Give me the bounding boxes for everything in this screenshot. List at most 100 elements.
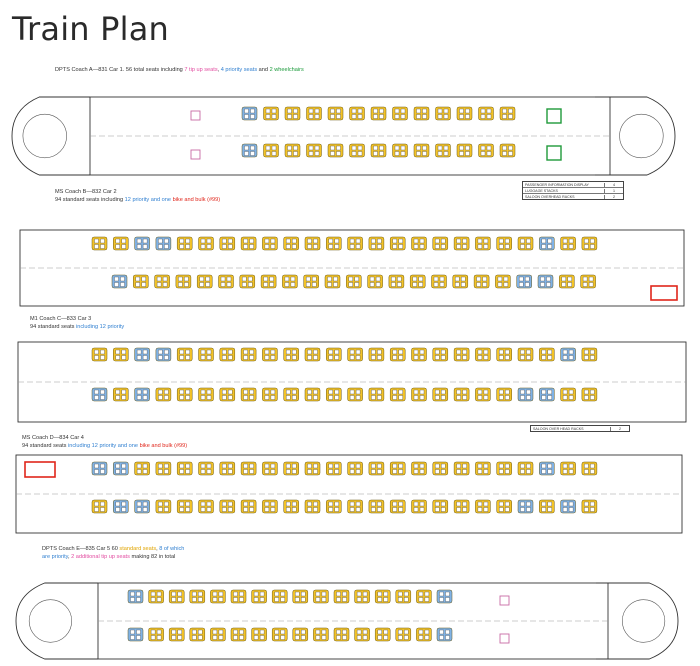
seat-cushion bbox=[445, 629, 450, 635]
seat-pair bbox=[262, 347, 278, 362]
seat-cushion bbox=[250, 108, 255, 114]
seat-cushion bbox=[205, 276, 210, 282]
seat-cushion bbox=[400, 114, 406, 119]
seat-cushion bbox=[526, 238, 531, 244]
seat-cushion bbox=[508, 114, 513, 119]
seat-cushion bbox=[412, 282, 417, 287]
seat-cushion bbox=[525, 276, 530, 282]
seat-cushion bbox=[404, 635, 409, 640]
seat-cushion bbox=[394, 151, 400, 156]
seat-cushion bbox=[212, 635, 218, 640]
seat-cushion bbox=[274, 629, 279, 635]
seat-pair bbox=[198, 499, 214, 514]
seat-cushion bbox=[362, 591, 368, 597]
seat-cushion bbox=[301, 629, 306, 635]
caption-segment: DPTS Coach A—831 Car 1. 56 total seats i… bbox=[55, 67, 185, 73]
seat-pair bbox=[413, 143, 430, 158]
seat-cushion bbox=[456, 501, 461, 507]
seat-pair bbox=[374, 627, 391, 642]
seat-pair bbox=[134, 347, 150, 362]
seat-cushion bbox=[418, 282, 423, 287]
seat-cushion bbox=[456, 238, 461, 244]
seat-pair bbox=[155, 461, 172, 476]
seat-cushion bbox=[377, 591, 382, 597]
seat-cushion bbox=[274, 591, 279, 597]
seat-cushion bbox=[525, 282, 530, 287]
seat-cushion bbox=[293, 114, 298, 119]
seat-cushion bbox=[228, 501, 233, 507]
seat-cushion bbox=[546, 282, 551, 287]
seat-cushion bbox=[156, 635, 162, 640]
seat-cushion bbox=[502, 151, 507, 156]
coach-a-cab bbox=[11, 96, 90, 176]
seat-cushion bbox=[184, 276, 189, 282]
seat-cushion bbox=[441, 238, 446, 244]
seat-pair bbox=[349, 106, 365, 121]
seat-cushion bbox=[179, 501, 184, 507]
seat-pair bbox=[432, 347, 449, 362]
seat-pair bbox=[304, 236, 321, 251]
seat-cushion bbox=[121, 501, 127, 507]
seat-cushion bbox=[206, 501, 212, 507]
seat-cushion bbox=[526, 349, 531, 355]
seat-cushion bbox=[198, 591, 203, 597]
wheelchair-space bbox=[546, 108, 562, 124]
seat-cushion bbox=[355, 463, 361, 469]
seat-pair bbox=[560, 236, 576, 251]
seat-cushion bbox=[249, 349, 254, 355]
seat-cushion bbox=[465, 151, 470, 156]
seat-cushion bbox=[244, 114, 249, 119]
seat-pair bbox=[370, 143, 387, 158]
seat-cushion bbox=[541, 349, 546, 355]
seat-pair bbox=[134, 236, 150, 251]
seat-cushion bbox=[313, 395, 318, 400]
seat-cushion bbox=[330, 145, 335, 151]
seat-cushion bbox=[443, 145, 449, 151]
seat-cushion bbox=[328, 501, 333, 507]
seat-cushion bbox=[342, 597, 347, 602]
seat-cushion bbox=[437, 145, 443, 151]
seat-cushion bbox=[250, 114, 255, 119]
seat-cushion bbox=[562, 395, 568, 400]
seat-pair bbox=[349, 143, 365, 158]
seat-pair bbox=[453, 387, 470, 402]
seat-pair bbox=[251, 589, 267, 604]
caption-segment: making 82 in total bbox=[129, 554, 176, 560]
seat-pair bbox=[219, 499, 236, 514]
seat-cushion bbox=[435, 469, 440, 474]
seat-cushion bbox=[355, 389, 361, 395]
seat-cushion bbox=[568, 238, 574, 244]
seat-cushion bbox=[582, 282, 588, 287]
seat-pair bbox=[240, 461, 257, 476]
seat-cushion bbox=[280, 591, 285, 597]
seat-cushion bbox=[313, 507, 318, 512]
seat-cushion bbox=[136, 629, 141, 635]
seat-cushion bbox=[435, 349, 440, 355]
seat-cushion bbox=[259, 635, 265, 640]
seat-cushion bbox=[456, 355, 461, 360]
seat-cushion bbox=[377, 244, 382, 249]
seat-pair bbox=[324, 274, 341, 289]
seat-cushion bbox=[419, 389, 425, 395]
seat-cushion bbox=[286, 463, 291, 469]
seat-cushion bbox=[540, 282, 545, 287]
seat-cushion bbox=[264, 463, 270, 469]
seat-cushion bbox=[362, 597, 368, 602]
seat-cushion bbox=[541, 244, 546, 249]
seat-cushion bbox=[228, 244, 233, 249]
seat-cushion bbox=[334, 349, 339, 355]
seat-cushion bbox=[136, 349, 142, 355]
seat-cushion bbox=[351, 145, 357, 151]
seat-cushion bbox=[443, 108, 449, 114]
seat-pair bbox=[326, 387, 342, 402]
seat-cushion bbox=[373, 151, 378, 156]
seat-cushion bbox=[477, 469, 483, 474]
seat-cushion bbox=[243, 507, 248, 512]
seat-cushion bbox=[179, 389, 184, 395]
seat-cushion bbox=[377, 635, 382, 640]
seat-cushion bbox=[462, 389, 467, 395]
seat-cushion bbox=[307, 501, 312, 507]
seat-cushion bbox=[561, 276, 566, 282]
seat-cushion bbox=[351, 108, 357, 114]
seat-cushion bbox=[270, 501, 276, 507]
